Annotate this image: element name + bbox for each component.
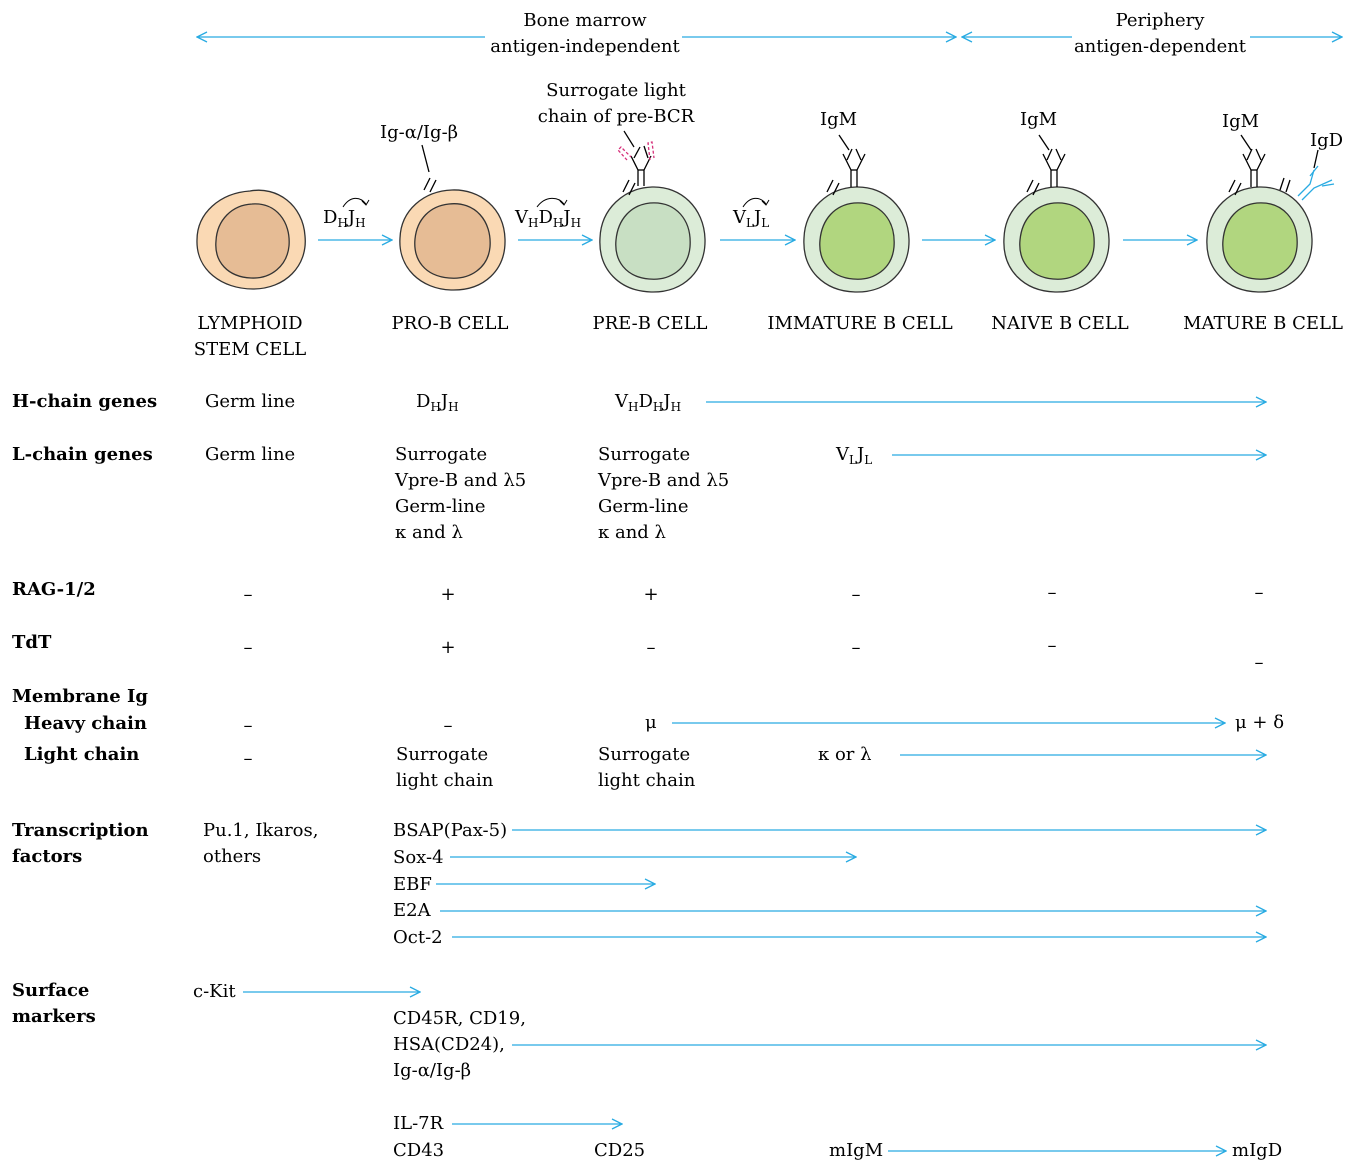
igm-receptor-mature bbox=[1228, 134, 1291, 196]
h-chain-pro-b: DHJH bbox=[416, 391, 459, 414]
igm-label-mature: IgM bbox=[1222, 111, 1260, 132]
igm-receptor-naive bbox=[1026, 134, 1066, 196]
marker-cd43: CD43 bbox=[393, 1140, 445, 1161]
light-chain-immature: κ or λ bbox=[818, 744, 872, 765]
l-chain-immature: VLJL bbox=[836, 444, 873, 467]
rag-stem: – bbox=[243, 584, 253, 605]
rag-pre-b: + bbox=[643, 584, 659, 605]
naive-b-cell bbox=[1003, 186, 1110, 293]
row-label-heavy-chain: Heavy chain bbox=[24, 713, 147, 734]
row-label-tdt: TdT bbox=[12, 632, 52, 653]
row-label-light-chain: Light chain bbox=[24, 744, 140, 765]
recombination-mark-dj bbox=[342, 197, 370, 208]
cell-name-pre-b: PRE-B CELL bbox=[592, 313, 708, 334]
iga-igb-label: Ig-α/Ig-β bbox=[380, 122, 459, 143]
marker-cd45r-group: CD45R, CD19,HSA(CD24),Ig-α/Ig-β bbox=[393, 1008, 526, 1081]
heavy-chain-pro-b: – bbox=[443, 715, 453, 736]
immature-b-cell bbox=[803, 186, 910, 293]
heavy-chain-pre-b: μ bbox=[645, 712, 657, 733]
marker-migm: mIgM bbox=[829, 1140, 884, 1161]
tdt-mature: – bbox=[1254, 652, 1264, 673]
rag-pro-b: + bbox=[440, 584, 456, 605]
tdt-stem: – bbox=[243, 637, 253, 658]
marker-migd: mIgD bbox=[1232, 1140, 1283, 1161]
l-chain-stem: Germ line bbox=[205, 444, 296, 465]
tf-e2a: E2A bbox=[393, 900, 431, 921]
surrogate-pointer bbox=[623, 130, 635, 148]
igm-label-naive: IgM bbox=[1020, 109, 1058, 130]
recombination-mark-vdj bbox=[536, 197, 568, 208]
h-chain-stem: Germ line bbox=[205, 391, 296, 412]
tdt-naive: – bbox=[1047, 635, 1057, 656]
tf-oct2: Oct-2 bbox=[393, 927, 443, 948]
igm-receptor-immature bbox=[826, 134, 866, 196]
heavy-chain-mature: μ + δ bbox=[1235, 712, 1285, 733]
pre-b-cell bbox=[599, 186, 706, 293]
tf-bsap: BSAP(Pax-5) bbox=[393, 820, 508, 841]
rag-naive: – bbox=[1047, 582, 1057, 603]
cell-name-pro-b: PRO-B CELL bbox=[391, 313, 509, 334]
igd-label: IgD bbox=[1310, 130, 1344, 151]
marker-cd25: CD25 bbox=[594, 1140, 646, 1161]
tf-sox4: Sox-4 bbox=[393, 847, 444, 868]
pre-bcr-receptor bbox=[622, 145, 652, 196]
row-label-h-chain: H-chain genes bbox=[12, 391, 158, 412]
recombination-mark-vj bbox=[742, 197, 770, 208]
lymphoid-stem-cell bbox=[196, 189, 306, 290]
tf-ebf: EBF bbox=[393, 874, 432, 895]
row-label-rag: RAG-1/2 bbox=[12, 579, 96, 600]
surrogate-light-chain-mark bbox=[617, 141, 655, 161]
rearrangement-dj: DHJH bbox=[323, 207, 366, 230]
igd-receptor-mature bbox=[1297, 149, 1335, 201]
cell-name-immature-b: IMMATURE B CELL bbox=[767, 313, 953, 334]
tdt-immature: – bbox=[851, 637, 861, 658]
tdt-pro-b: + bbox=[440, 637, 456, 658]
rag-immature: – bbox=[851, 584, 861, 605]
cell-name-naive-b: NAIVE B CELL bbox=[991, 313, 1129, 334]
rearrangement-vj: VLJL bbox=[733, 207, 770, 230]
light-chain-stem: – bbox=[243, 748, 253, 769]
igm-label-immature: IgM bbox=[820, 109, 858, 130]
iga-igb-pro-b bbox=[421, 144, 437, 193]
marker-ckit: c-Kit bbox=[193, 981, 236, 1002]
h-chain-pre-b: VHDHJH bbox=[615, 391, 682, 414]
tdt-pre-b: – bbox=[646, 637, 656, 658]
heavy-chain-stem: – bbox=[243, 715, 253, 736]
rearrangement-vdj: VHDHJH bbox=[515, 207, 582, 230]
tf-stem: Pu.1, Ikaros,others bbox=[203, 820, 319, 867]
marker-il7r: IL-7R bbox=[393, 1113, 444, 1134]
row-label-l-chain: L-chain genes bbox=[12, 444, 153, 465]
mature-b-cell bbox=[1206, 186, 1313, 293]
rag-mature: – bbox=[1254, 582, 1264, 603]
row-label-membrane-ig: Membrane Ig bbox=[12, 686, 148, 707]
cell-name-mature-b: MATURE B CELL bbox=[1183, 313, 1343, 334]
pro-b-cell bbox=[399, 189, 506, 291]
